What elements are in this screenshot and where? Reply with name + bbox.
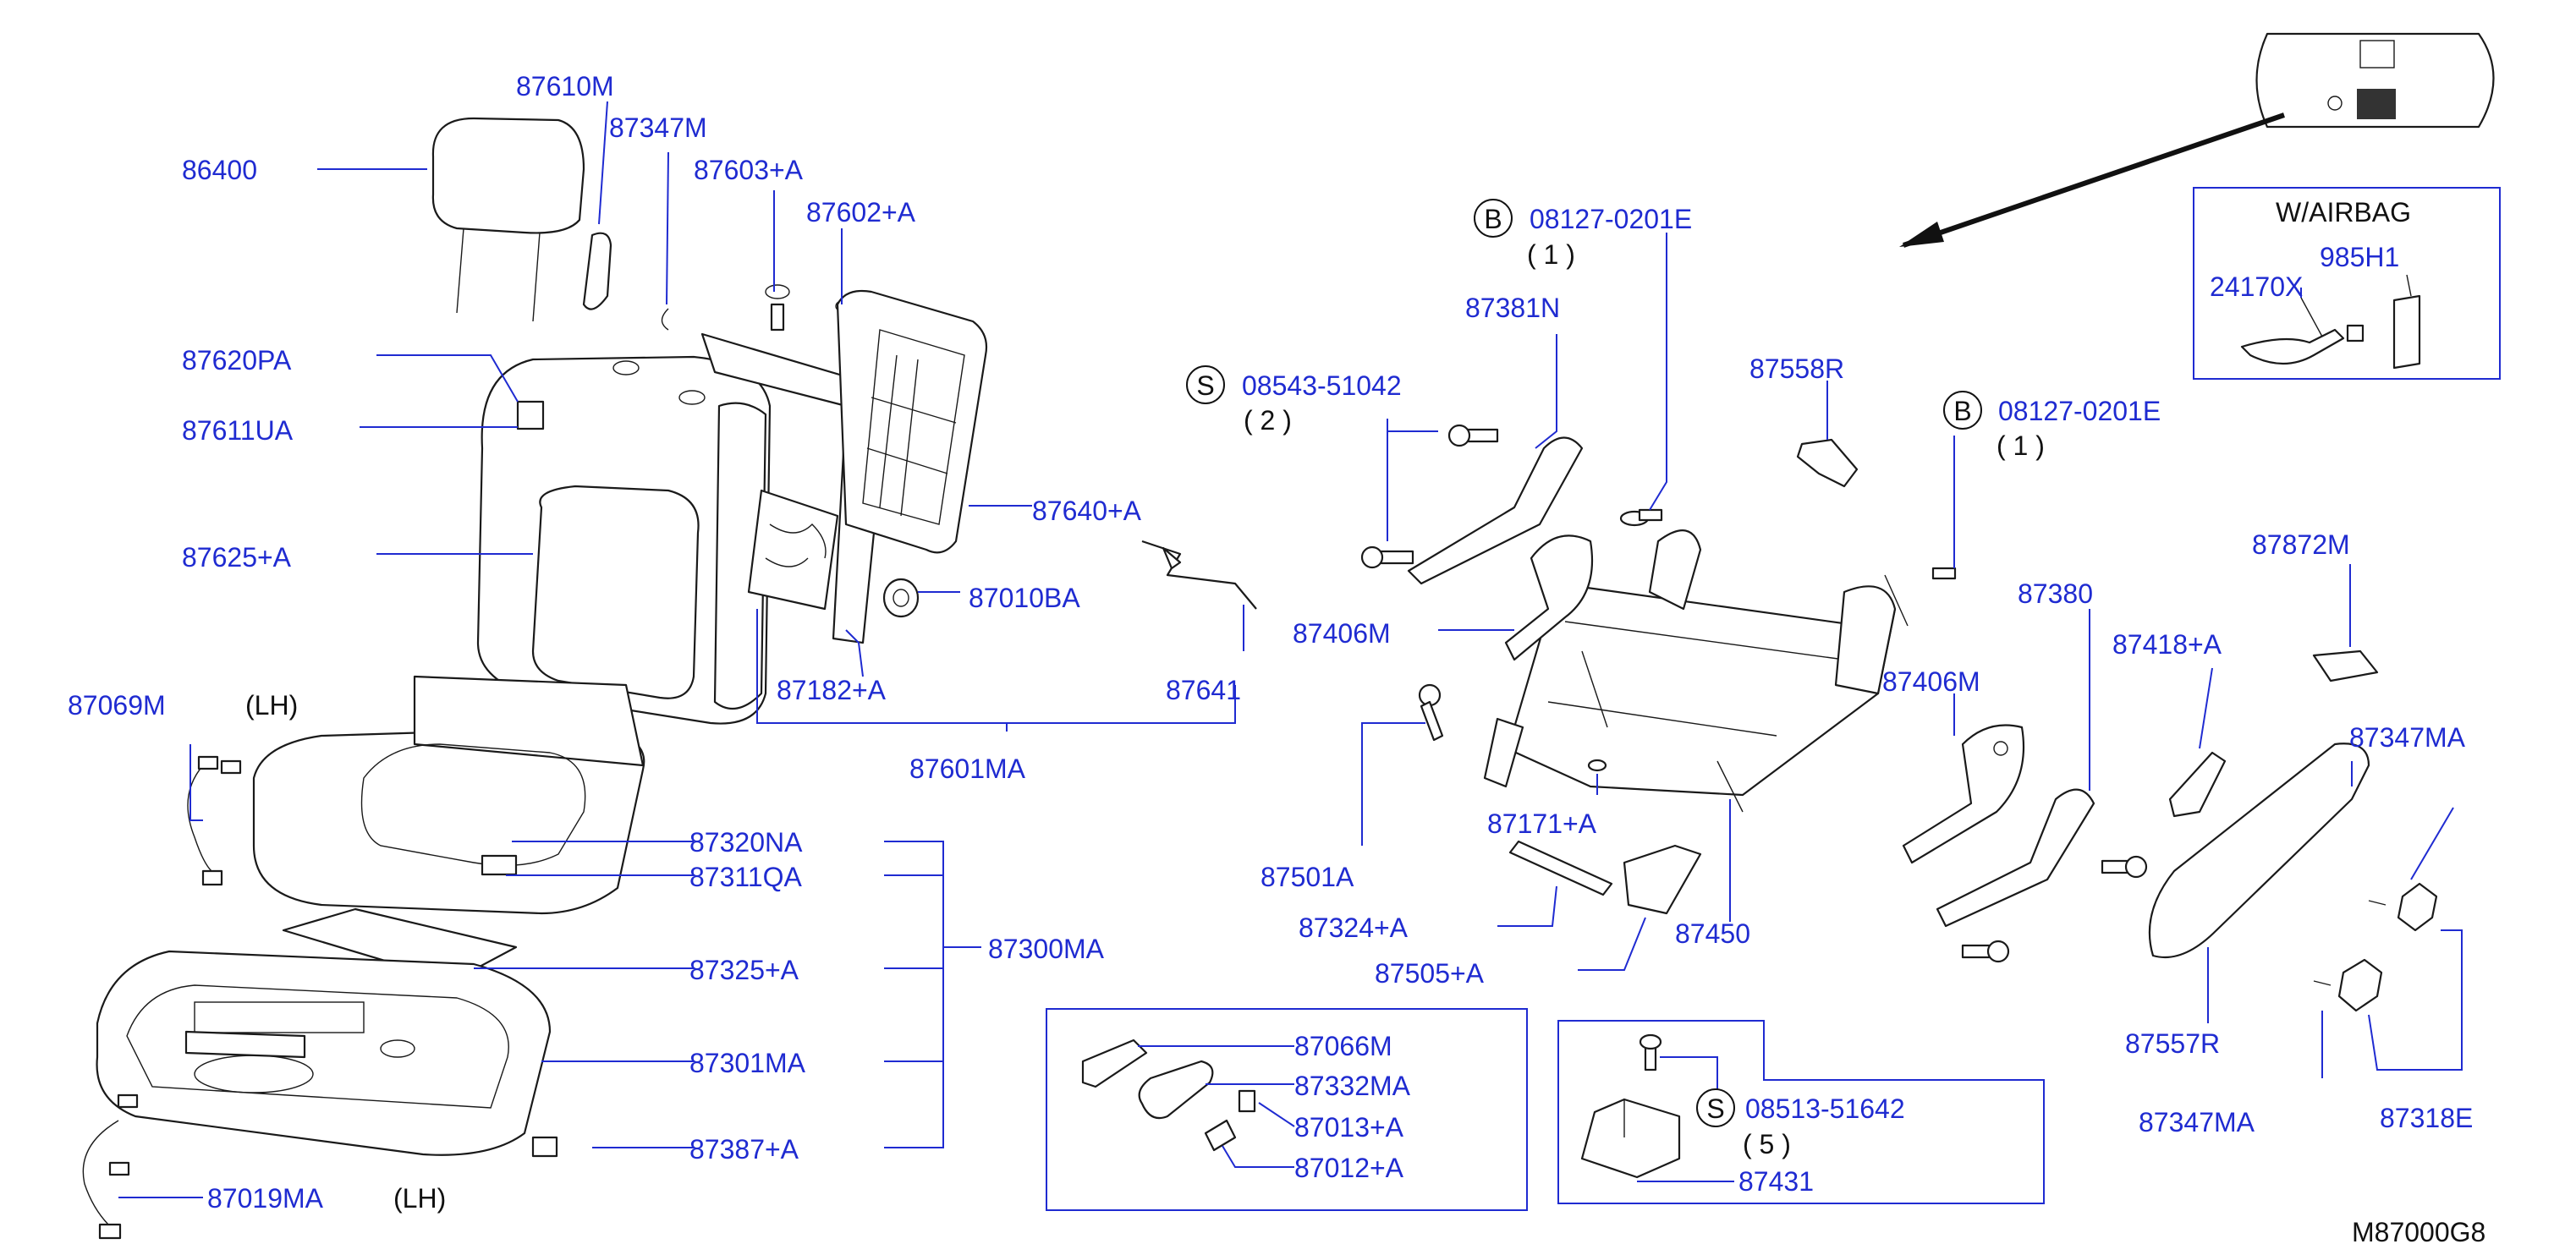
- part-label: 87318E: [2380, 1103, 2473, 1133]
- part-label: 87012+A: [1294, 1153, 1404, 1183]
- part-label: 87013+A: [1294, 1112, 1404, 1143]
- airbag-inset: [2193, 187, 2501, 380]
- callout-b-right: B: [1943, 391, 1982, 430]
- lever-cover-group: [1081, 1039, 1256, 1152]
- callout-b-letter: B: [1953, 396, 1971, 426]
- part-label: 08127-0201E: [1998, 396, 2161, 426]
- recliner-right: [1936, 788, 2148, 963]
- part-label: 08127-0201E: [1530, 204, 1692, 234]
- bolt-b1: [1638, 508, 1663, 522]
- part-label: 87406M: [1882, 666, 1980, 697]
- diagram-id: M87000G8: [2352, 1217, 2485, 1247]
- part-label: 87603+A: [694, 155, 804, 185]
- trim-strip: [1508, 840, 1613, 896]
- part-label: 87325+A: [689, 955, 799, 985]
- recliner-cover-right: [1902, 724, 2025, 864]
- seat-bracket: [1580, 1033, 1681, 1179]
- quantity-note: ( 1 ): [1997, 430, 2045, 461]
- quantity-note: ( 2 ): [1244, 405, 1292, 436]
- bolt-b2: [1931, 567, 1957, 580]
- seat-cushion: [252, 675, 645, 915]
- part-label: 87558R: [1749, 353, 1844, 384]
- part-label: 87611UA: [182, 415, 294, 446]
- part-label: 87347MA: [2349, 722, 2466, 753]
- part-label: 87381N: [1465, 293, 1560, 323]
- cover-bracket: [1796, 438, 1859, 488]
- part-label: 87406M: [1293, 618, 1391, 649]
- part-label: 87380: [2018, 578, 2093, 609]
- lever-rod: [1141, 540, 1257, 610]
- callout-s-left: S: [1186, 365, 1225, 404]
- part-label: 87171+A: [1487, 808, 1597, 839]
- leader-lines: [118, 101, 2463, 1198]
- part-label: 87301MA: [689, 1048, 806, 1078]
- callout-s-letter: S: [1706, 1093, 1724, 1124]
- part-label: 87625+A: [182, 542, 292, 573]
- part-label: 985H1: [2320, 242, 2399, 272]
- seat-side-cover: [2148, 743, 2370, 959]
- lever-parts-box: [1046, 1008, 1528, 1211]
- lh-note: (LH): [393, 1183, 446, 1214]
- lever-knob-right: [2168, 751, 2227, 818]
- quantity-note: ( 5 ): [1743, 1129, 1791, 1159]
- part-label: 87501A: [1261, 862, 1354, 892]
- part-label: 87641: [1166, 675, 1241, 705]
- callout-b-letter: B: [1484, 204, 1502, 234]
- part-label: 08513-51642: [1745, 1093, 1905, 1124]
- part-label: 87418+A: [2112, 629, 2222, 660]
- part-label: 87610M: [516, 71, 614, 101]
- part-label: 87387+A: [689, 1134, 799, 1165]
- part-label: 87347MA: [2139, 1107, 2255, 1137]
- quantity-note: ( 1 ): [1527, 239, 1575, 270]
- part-label: 87332MA: [1294, 1071, 1411, 1101]
- part-label: 87066M: [1294, 1031, 1392, 1061]
- part-label: 87320NA: [689, 827, 803, 858]
- airbag-heading: W/AIRBAG: [2276, 197, 2411, 227]
- part-label: 87300MA: [988, 934, 1105, 964]
- cushion-pan: [96, 907, 558, 1158]
- callout-s-letter: S: [1196, 370, 1214, 401]
- callout-b-top: B: [1474, 199, 1513, 238]
- vehicle-location-icon: [1899, 32, 2495, 248]
- part-label: 87620PA: [182, 345, 292, 375]
- seat-back-rear-panel: [836, 289, 988, 554]
- part-label: 87450: [1675, 918, 1750, 949]
- part-label: 87182+A: [777, 675, 887, 705]
- bracket-parts-box: [1557, 1020, 2045, 1204]
- recliner-left: [1360, 424, 1584, 585]
- seat-adjuster-assembly: [1483, 510, 1909, 813]
- part-label: 87505+A: [1375, 958, 1485, 989]
- part-label: 87311QA: [689, 862, 803, 892]
- part-label: 87872M: [2252, 529, 2350, 560]
- part-label: 87347M: [609, 112, 707, 143]
- wire-harness-lh: [82, 755, 242, 1240]
- part-label: 87069M: [68, 690, 166, 721]
- recliner-cover-left: [1504, 534, 1594, 661]
- lh-note: (LH): [245, 690, 298, 721]
- recliner-knob: [882, 578, 920, 618]
- headrest: [431, 117, 669, 331]
- part-label: 87431: [1738, 1166, 1814, 1197]
- part-label: 86400: [182, 155, 257, 185]
- small-clip: [1587, 759, 1607, 772]
- part-label: 08543-51042: [1242, 370, 1402, 401]
- adjust-knobs: [2313, 882, 2438, 1012]
- part-label: 87324+A: [1299, 912, 1409, 943]
- seat-bolt: [1418, 683, 1444, 742]
- part-label: 87602+A: [806, 197, 916, 227]
- part-label: 87010BA: [969, 583, 1080, 613]
- part-label: 87640+A: [1032, 496, 1142, 526]
- side-cover-small: [1623, 844, 1702, 915]
- part-label: 87019MA: [207, 1183, 324, 1214]
- part-label: 24170X: [2210, 271, 2303, 302]
- seat-back: [476, 355, 772, 725]
- callout-s-box: S: [1696, 1088, 1735, 1127]
- part-label: 87557R: [2125, 1028, 2220, 1059]
- pad-block: [2312, 649, 2379, 682]
- part-label: 87601MA: [909, 754, 1026, 784]
